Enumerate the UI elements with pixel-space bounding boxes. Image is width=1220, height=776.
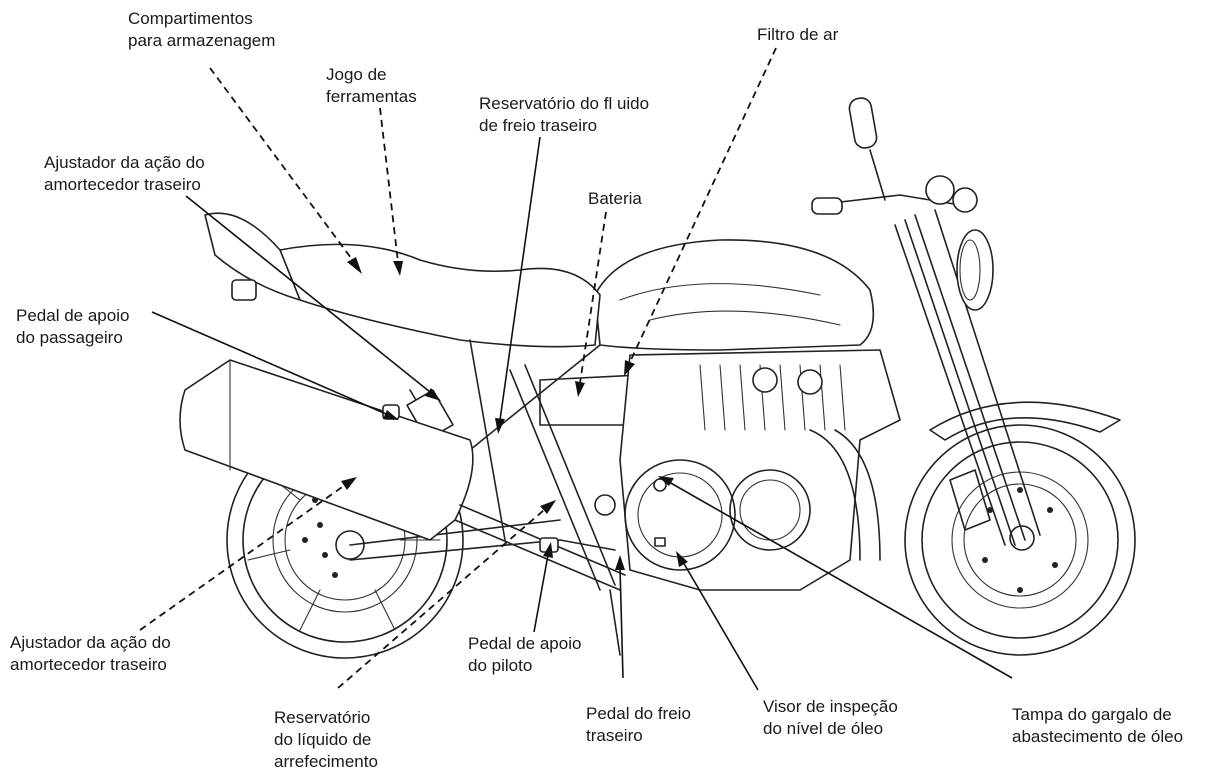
label-rear-shock-adjuster-top: Ajustador da ação do amortecedor traseir… <box>44 152 205 196</box>
label-line: Pedal de apoio <box>468 634 582 653</box>
label-rider-peg: Pedal de apoio do piloto <box>468 633 581 677</box>
label-tool-kit: Jogo de ferramentas <box>326 64 417 108</box>
label-oil-filler-cap: Tampa do gargalo de abastecimento de óle… <box>1012 704 1183 748</box>
label-air-filter: Filtro de ar <box>757 24 838 46</box>
label-passenger-peg: Pedal de apoio do passageiro <box>16 305 129 349</box>
label-line: Tampa do gargalo de <box>1012 705 1172 724</box>
label-rear-shock-adjuster-bottom: Ajustador da ação do amortecedor traseir… <box>10 632 171 676</box>
engine <box>594 349 901 656</box>
label-line: arrefecimento <box>274 752 378 771</box>
label-line: abastecimento de óleo <box>1012 727 1184 746</box>
leader-lines <box>139 47 1013 691</box>
label-line: Reservatório do fl uido <box>479 94 650 113</box>
label-line: traseiro <box>586 726 643 745</box>
label-line: ferramentas <box>326 87 417 106</box>
label-line: Compartimentos <box>128 9 253 28</box>
label-line: Ajustador da ação do <box>10 633 171 652</box>
label-line: do nível de óleo <box>763 719 884 738</box>
label-line: Jogo de <box>326 65 387 84</box>
label-line: amortecedor traseiro <box>10 655 167 674</box>
front-wheel <box>904 401 1136 656</box>
label-storage-compartments: Compartimentos para armazenagem <box>128 8 275 52</box>
label-rear-brake-pedal: Pedal do freio traseiro <box>586 703 691 747</box>
label-coolant-reservoir: Reservatório do líquido de arrefecimento <box>274 707 378 773</box>
label-line: Pedal do freio <box>586 704 691 723</box>
label-line: amortecedor traseiro <box>44 175 201 194</box>
label-line: Filtro de ar <box>757 25 839 44</box>
label-line: Ajustador da ação do <box>44 153 205 172</box>
label-line: Visor de inspeção <box>763 697 898 716</box>
label-oil-level-sight-glass: Visor de inspeção do nível de óleo <box>763 696 898 740</box>
label-line: para armazenagem <box>128 31 276 50</box>
label-line: do passageiro <box>16 328 123 347</box>
label-battery: Bateria <box>588 188 642 210</box>
label-line: Reservatório <box>274 708 371 727</box>
exhaust <box>179 359 626 591</box>
label-rear-brake-fluid-reservoir: Reservatório do fl uido de freio traseir… <box>479 93 649 137</box>
label-line: de freio traseiro <box>479 116 598 135</box>
front-fork <box>811 97 1041 546</box>
label-line: Bateria <box>588 189 642 208</box>
label-line: do líquido de <box>274 730 372 749</box>
label-line: Pedal de apoio <box>16 306 130 325</box>
label-line: do piloto <box>468 656 533 675</box>
